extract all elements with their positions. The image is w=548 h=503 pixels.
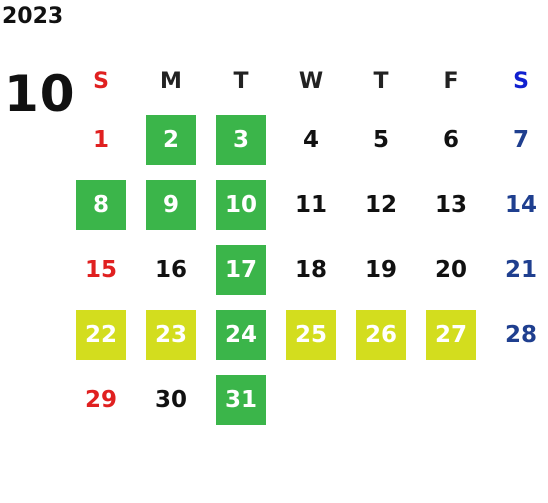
calendar-cell: 12	[346, 172, 416, 237]
calendar-cell	[486, 367, 548, 432]
day-13: 13	[434, 191, 467, 218]
calendar-cell: 19	[346, 237, 416, 302]
calendar-cell: 25	[276, 302, 346, 367]
day-26-highlighted-yellow: 26	[356, 309, 406, 360]
day-3-highlighted-green: 3	[216, 114, 266, 165]
weekday-header-sat: S	[513, 68, 529, 94]
calendar-cell: 28	[486, 302, 548, 367]
weekday-header-tue: T	[233, 68, 249, 94]
day-28: 28	[504, 321, 537, 348]
calendar-cell: 16	[136, 237, 206, 302]
calendar-cell	[276, 367, 346, 432]
calendar-year: 2023	[2, 4, 64, 29]
calendar-cell: 4	[276, 107, 346, 172]
day-9-highlighted-green: 9	[146, 179, 196, 230]
calendar-cell	[346, 367, 416, 432]
day-15: 15	[84, 256, 117, 283]
calendar-cell: 8	[66, 172, 136, 237]
day-4: 4	[302, 126, 319, 153]
calendar-cell: 20	[416, 237, 486, 302]
day-20: 20	[434, 256, 467, 283]
day-19: 19	[364, 256, 397, 283]
calendar-cell: 30	[136, 367, 206, 432]
calendar-cell: 9	[136, 172, 206, 237]
day-6: 6	[442, 126, 459, 153]
calendar-cell: 27	[416, 302, 486, 367]
day-18: 18	[294, 256, 327, 283]
calendar-cell: 26	[346, 302, 416, 367]
weekday-header-wed: W	[298, 68, 324, 94]
day-11: 11	[294, 191, 327, 218]
day-31-highlighted-green: 31	[216, 374, 266, 425]
calendar-cell: 2	[136, 107, 206, 172]
day-8-highlighted-green: 8	[76, 179, 126, 230]
calendar-cell: 6	[416, 107, 486, 172]
calendar-cell: 31	[206, 367, 276, 432]
day-10-highlighted-green: 10	[216, 179, 266, 230]
calendar-cell: 23	[136, 302, 206, 367]
weekday-header-sun: S	[93, 68, 109, 94]
day-16: 16	[154, 256, 187, 283]
calendar-cell: 14	[486, 172, 548, 237]
calendar-cell	[416, 367, 486, 432]
calendar-cell: 15	[66, 237, 136, 302]
calendar-cell: 21	[486, 237, 548, 302]
calendar-month: 10	[4, 65, 76, 123]
calendar-cell: 29	[66, 367, 136, 432]
day-23-highlighted-yellow: 23	[146, 309, 196, 360]
day-22-highlighted-yellow: 22	[76, 309, 126, 360]
day-30: 30	[154, 386, 187, 413]
calendar-cell: 24	[206, 302, 276, 367]
calendar-cell: 5	[346, 107, 416, 172]
calendar-cell: 10	[206, 172, 276, 237]
calendar-cell: 3	[206, 107, 276, 172]
day-24-highlighted-green: 24	[216, 309, 266, 360]
calendar-cell: 22	[66, 302, 136, 367]
day-12: 12	[364, 191, 397, 218]
calendar-cell: 1	[66, 107, 136, 172]
day-14: 14	[504, 191, 537, 218]
weekday-header-thu: T	[373, 68, 389, 94]
day-1: 1	[92, 126, 109, 153]
day-5: 5	[372, 126, 389, 153]
day-2-highlighted-green: 2	[146, 114, 196, 165]
day-27-highlighted-yellow: 27	[426, 309, 476, 360]
day-7: 7	[512, 126, 529, 153]
calendar-cell: 18	[276, 237, 346, 302]
day-25-highlighted-yellow: 25	[286, 309, 336, 360]
calendar-cell: 11	[276, 172, 346, 237]
calendar-cell: 17	[206, 237, 276, 302]
calendar-cell: 7	[486, 107, 548, 172]
day-17-highlighted-green: 17	[216, 244, 266, 295]
calendar-cell: 13	[416, 172, 486, 237]
weekday-header-fri: F	[443, 68, 459, 94]
weekday-header-mon: M	[160, 68, 182, 94]
day-21: 21	[504, 256, 537, 283]
day-29: 29	[84, 386, 117, 413]
